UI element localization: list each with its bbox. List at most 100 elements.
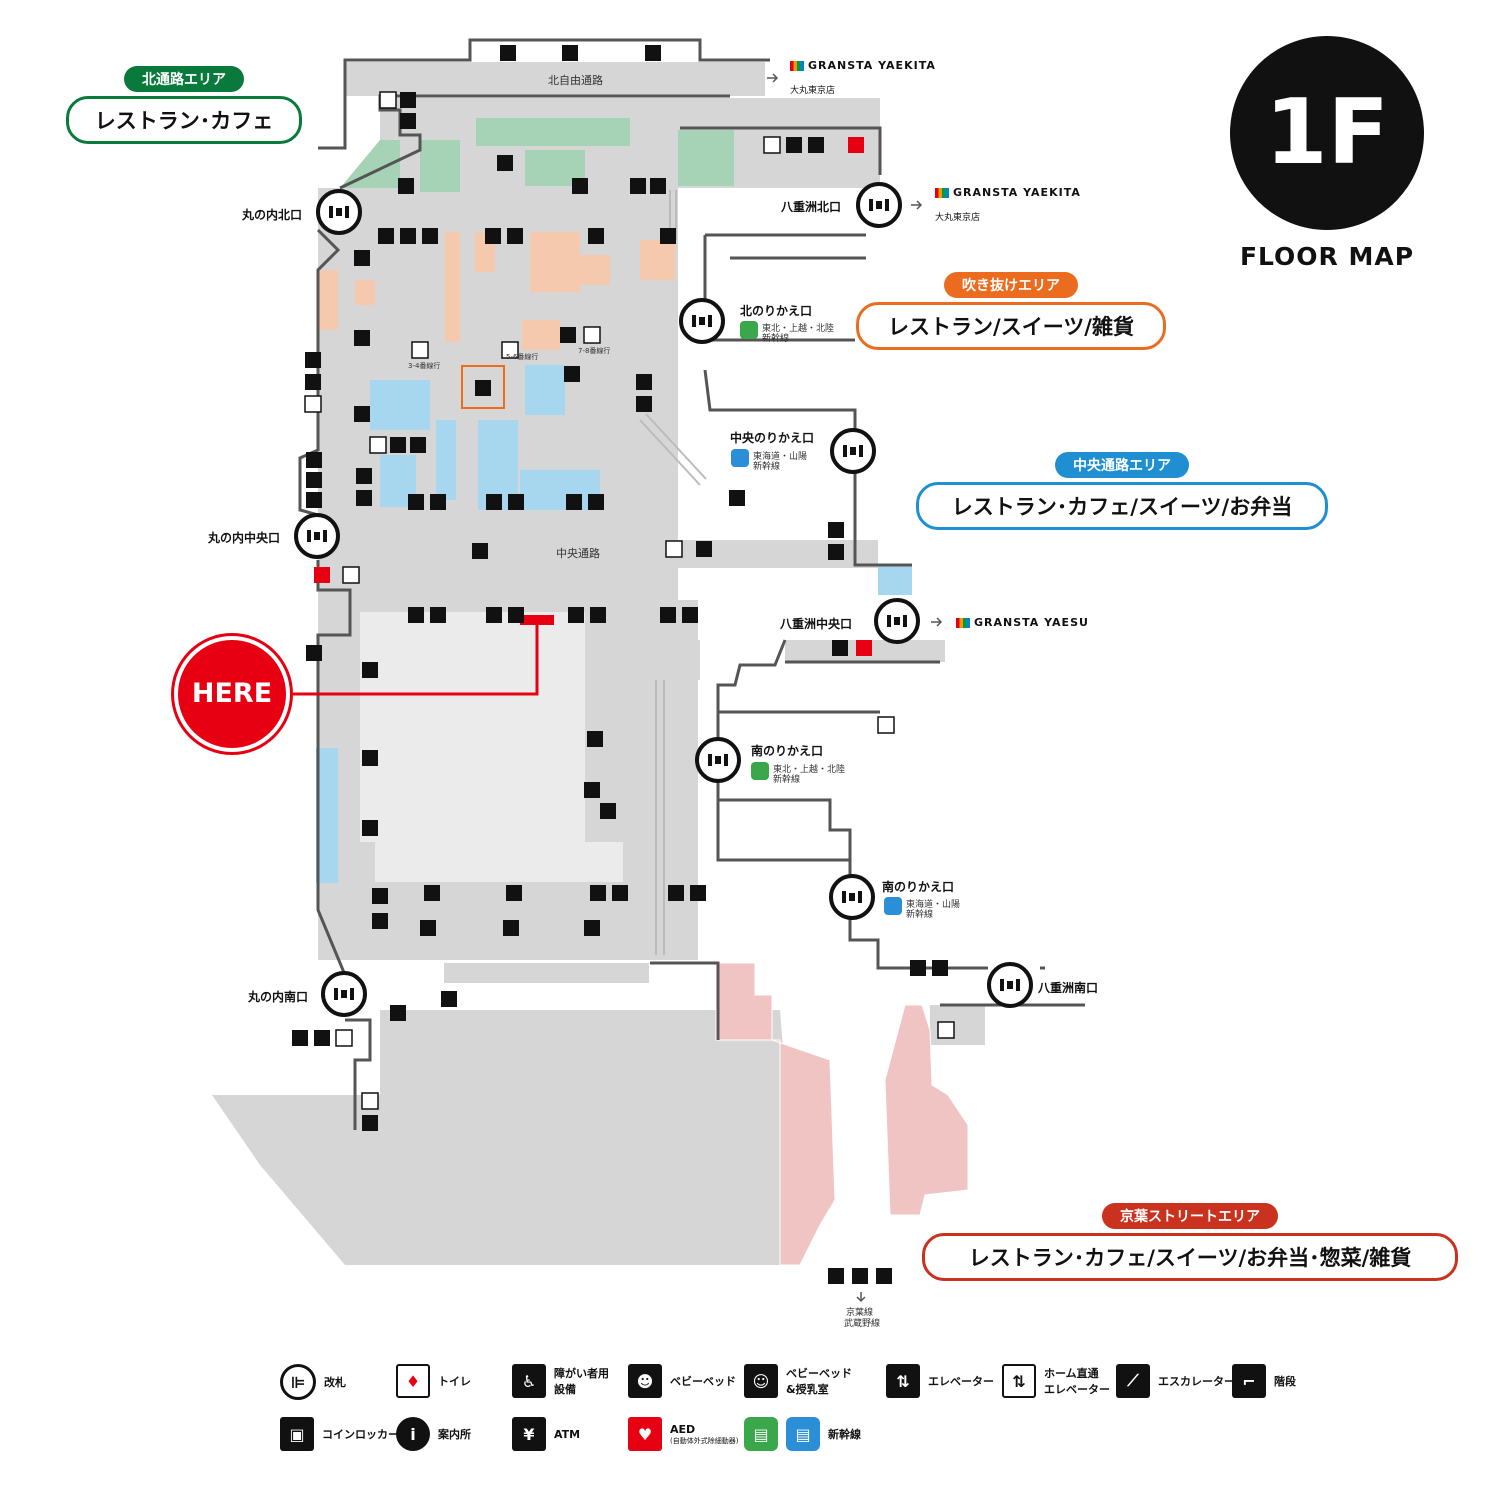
atm-icon	[832, 640, 848, 656]
area-central-box: レストラン･カフェ/スイーツ/お弁当	[916, 482, 1328, 530]
escalator-icon	[472, 543, 488, 559]
escalator-icon	[430, 494, 446, 510]
escalator-icon	[564, 366, 580, 382]
direction-arrows	[767, 73, 943, 1303]
stairs-icon	[590, 885, 606, 901]
daimaru-label-2: 大丸東京店	[935, 213, 981, 223]
escalator-icon	[362, 750, 378, 766]
south-transfer-label-1: 南のりかえ口	[751, 744, 824, 758]
aed-icon	[314, 567, 330, 583]
area-keiyo[interactable]: 京葉ストリートエリア レストラン･カフェ/スイーツ/お弁当･惣菜/雑貨	[922, 1203, 1458, 1281]
shinkansen-icon: ▤	[786, 1417, 820, 1451]
info-icon	[342, 566, 360, 584]
ticket-gate-icon: ⊫	[280, 1364, 316, 1400]
atm-icon	[729, 490, 745, 506]
accessible-icon	[362, 1115, 378, 1131]
coin-locker-icon	[441, 991, 457, 1007]
elevator-icon	[584, 920, 600, 936]
elevator-icon: ⇅	[886, 1364, 920, 1398]
ticket-gate-icon	[856, 182, 902, 228]
escalator-icon	[497, 155, 513, 171]
highlight-box	[461, 365, 505, 409]
gransta-yaekita-link-1[interactable]: GRANSTA YAEKITA	[790, 59, 936, 72]
elevator-34-label: 3-4番線行	[408, 362, 441, 370]
stairs-icon	[584, 782, 600, 798]
toilet-icon: ♦	[396, 1364, 430, 1398]
keiyo-line-label: 京葉線	[846, 1308, 874, 1318]
shinkansen-icon: ▤	[744, 1417, 778, 1451]
elevator-icon	[696, 541, 712, 557]
stairs-icon	[852, 1268, 868, 1284]
south-transfer-line-2: 東海道・山陽	[906, 900, 961, 910]
escalator-icon	[828, 1268, 844, 1284]
north-transfer-shinkansen: 新幹線	[762, 334, 790, 344]
aed-icon	[856, 640, 872, 656]
escalator-icon	[636, 396, 652, 412]
escalator-icon	[828, 544, 844, 560]
stairs-icon	[408, 607, 424, 623]
legend-escalator: ⟋ エスカレーター	[1116, 1364, 1235, 1398]
north-transfer-label: 北のりかえ口	[740, 304, 813, 318]
marunouchi-central-label: 丸の内中央口	[208, 531, 281, 545]
escalator-icon	[354, 250, 370, 266]
elevator-78-label: 7-8番線行	[578, 347, 611, 355]
area-north-box: レストラン･カフェ	[66, 96, 302, 144]
platform-elevator-icon: ⇅	[1002, 1364, 1036, 1398]
stairs-icon	[506, 885, 522, 901]
stairs-icon	[408, 494, 424, 510]
floor-number-badge: 1F	[1230, 36, 1424, 230]
central-floor	[360, 612, 585, 842]
here-marker: HERE	[178, 640, 286, 748]
elevator-icon	[420, 920, 436, 936]
stairs-icon	[486, 494, 502, 510]
accessible-icon	[400, 92, 416, 108]
escalator-icon: ⟋	[1116, 1364, 1150, 1398]
atm-icon	[356, 490, 372, 506]
toilet-icon	[763, 136, 781, 154]
ticket-gate-icon	[829, 874, 875, 920]
ticket-gate-icon	[316, 189, 362, 235]
atrium-shops	[318, 232, 675, 350]
legend-atm: ¥ ATM	[512, 1417, 580, 1451]
shinkansen-icon	[884, 897, 902, 915]
coin-locker-icon	[390, 1005, 406, 1021]
atm-icon	[372, 888, 388, 904]
elevator-icon	[503, 920, 519, 936]
area-north[interactable]: 北通路エリア レストラン･カフェ	[66, 66, 302, 144]
central-transfer-shinkansen: 新幹線	[753, 462, 781, 472]
gransta-logo-icon	[790, 61, 804, 71]
accessible-icon	[410, 437, 426, 453]
escalator-icon	[422, 228, 438, 244]
baby-bed-icon: ☻	[628, 1364, 662, 1398]
gransta-yaesu-link[interactable]: GRANSTA YAESU	[956, 616, 1089, 629]
stairs-icon	[650, 178, 666, 194]
legend-ticket-gate: ⊫ 改札	[280, 1364, 346, 1400]
toilet-icon	[304, 395, 322, 413]
central-transfer-line: 東海道・山陽	[753, 452, 808, 462]
info-icon	[665, 540, 683, 558]
area-central[interactable]: 中央通路エリア レストラン･カフェ/スイーツ/お弁当	[916, 452, 1328, 530]
central-shops	[316, 365, 912, 883]
phone-icon	[600, 803, 616, 819]
stairs-icon	[572, 178, 588, 194]
escalator-icon	[590, 607, 606, 623]
stairs-icon	[306, 472, 322, 488]
coin-locker-icon	[306, 645, 322, 661]
platform-elevator-icon	[501, 341, 519, 359]
escalator-icon	[660, 228, 676, 244]
keiyo-shops	[715, 962, 969, 1266]
coin-locker-icon	[500, 45, 516, 61]
stairs-icon	[378, 228, 394, 244]
area-atrium-box: レストラン/スイーツ/雑貨	[856, 302, 1166, 350]
platform-elevator-icon	[583, 326, 601, 344]
coin-locker-icon	[645, 45, 661, 61]
south-transfer-shinkansen-1: 新幹線	[773, 775, 801, 785]
escalator-icon	[612, 885, 628, 901]
escalator-icon	[475, 380, 491, 396]
north-shops	[340, 118, 734, 192]
gransta-yaekita-link-2[interactable]: GRANSTA YAEKITA	[935, 186, 1081, 199]
ticket-gate-icon	[987, 962, 1033, 1008]
area-atrium[interactable]: 吹き抜けエリア レストラン/スイーツ/雑貨	[856, 272, 1166, 350]
floor-map-title: FLOOR MAP	[1239, 242, 1415, 271]
stairs-icon	[560, 327, 576, 343]
